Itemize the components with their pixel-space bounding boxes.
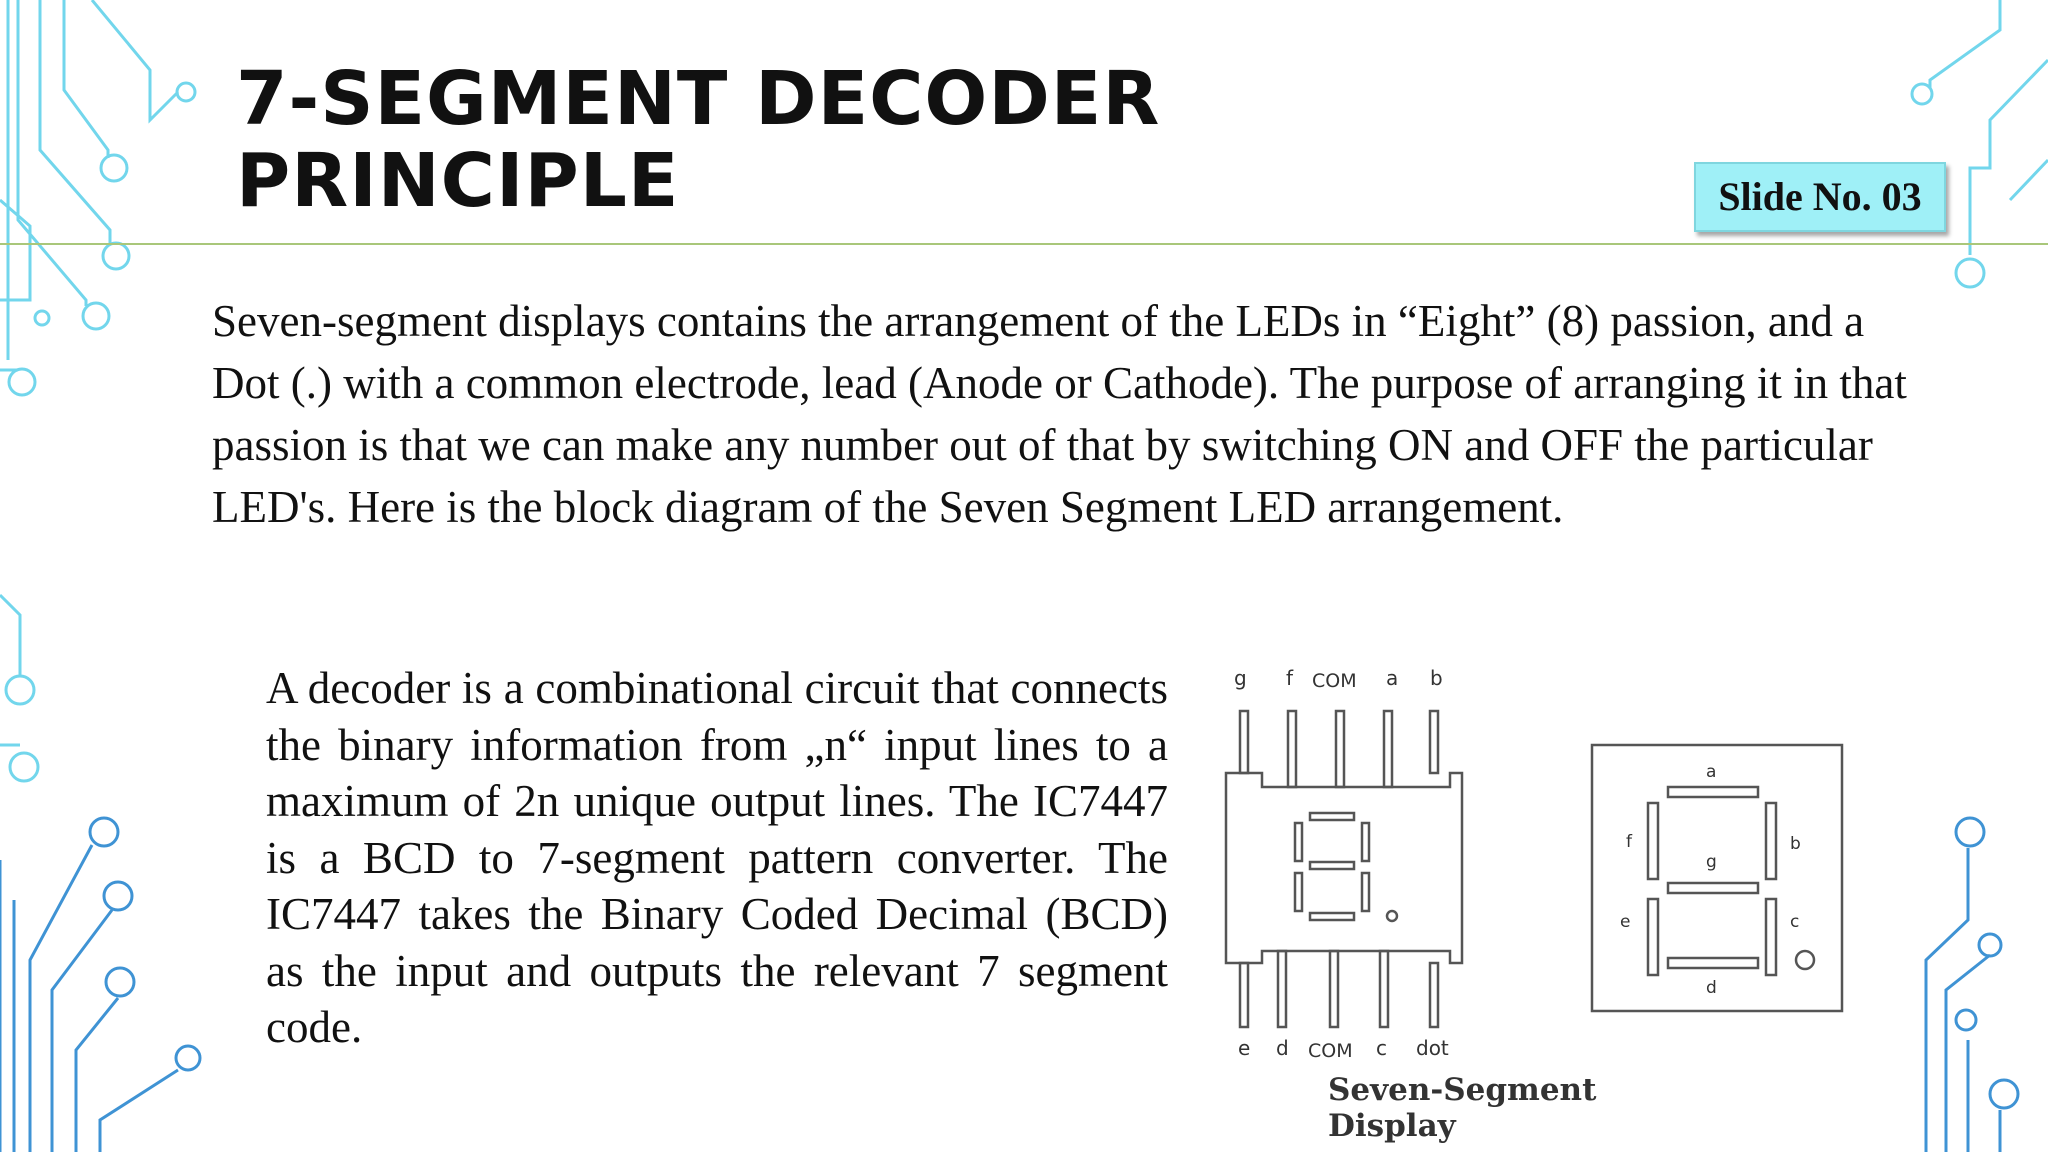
segment-label-c: c <box>1790 912 1799 932</box>
segment-label-a: a <box>1706 762 1716 782</box>
top-pin-label: g <box>1234 666 1247 690</box>
package-segment <box>1293 821 1304 863</box>
segment-label-f: f <box>1626 832 1633 852</box>
slide-title: 7-SEGMENT DECODER PRINCIPLE <box>236 58 1536 222</box>
segment-b <box>1764 801 1778 881</box>
top-pin <box>1238 709 1250 775</box>
bottom-pin-label: dot <box>1416 1036 1449 1060</box>
slide-title-line1: 7-SEGMENT DECODER <box>236 56 1161 142</box>
package-segment <box>1308 911 1356 922</box>
segment-a <box>1666 785 1760 799</box>
package-body <box>1224 771 1464 965</box>
slide-title-line2: PRINCIPLE <box>236 138 680 224</box>
intro-paragraph: Seven-segment displays contains the arra… <box>212 296 1907 532</box>
segment-f <box>1646 801 1660 881</box>
package-segment <box>1360 871 1371 913</box>
decoder-paragraph: A decoder is a combinational circuit tha… <box>266 663 1168 1052</box>
segment-c <box>1764 897 1778 977</box>
display-box <box>1590 743 1844 1013</box>
segment-e <box>1646 897 1660 977</box>
top-pin <box>1382 709 1394 789</box>
package-segment <box>1308 811 1356 822</box>
bottom-pin <box>1328 949 1340 1029</box>
bottom-pin <box>1238 961 1250 1029</box>
title-divider <box>0 243 2048 245</box>
segment-label-b: b <box>1790 834 1801 854</box>
seven-segment-figure: g f COM a b e d COM c dot a b c d e f g <box>1224 666 1844 1062</box>
top-pin-label: f <box>1286 666 1294 690</box>
top-pin-label: COM <box>1312 670 1357 692</box>
bottom-pin <box>1378 949 1390 1029</box>
bottom-pin <box>1276 949 1288 1029</box>
top-pin-label: b <box>1430 666 1443 690</box>
bottom-pin <box>1428 961 1440 1029</box>
segment-dot <box>1794 949 1816 971</box>
seven-segment-diagram: g f COM a b e d COM c dot a b c d e f g <box>1200 655 1900 1125</box>
top-pin-label: a <box>1386 666 1398 690</box>
top-pin <box>1334 709 1346 789</box>
package-segment <box>1360 821 1371 863</box>
slide-number-badge: Slide No. 03 <box>1694 162 1946 232</box>
bottom-pin-label: COM <box>1308 1040 1353 1062</box>
bottom-pin-label: d <box>1276 1036 1289 1060</box>
bottom-pin-label: c <box>1376 1036 1387 1060</box>
segment-label-d: d <box>1706 978 1717 998</box>
diagram-caption: Seven-Segment Display <box>1328 1072 1597 1144</box>
segment-label-g: g <box>1706 852 1717 872</box>
segment-label-e: e <box>1620 912 1630 932</box>
top-pin <box>1286 709 1298 789</box>
package-segment <box>1293 871 1304 913</box>
segment-g <box>1666 881 1760 895</box>
package-segment <box>1308 860 1356 871</box>
bottom-pin-label: e <box>1238 1036 1250 1060</box>
top-pin <box>1428 709 1440 775</box>
segment-d <box>1666 956 1760 970</box>
package-dot <box>1385 909 1399 923</box>
